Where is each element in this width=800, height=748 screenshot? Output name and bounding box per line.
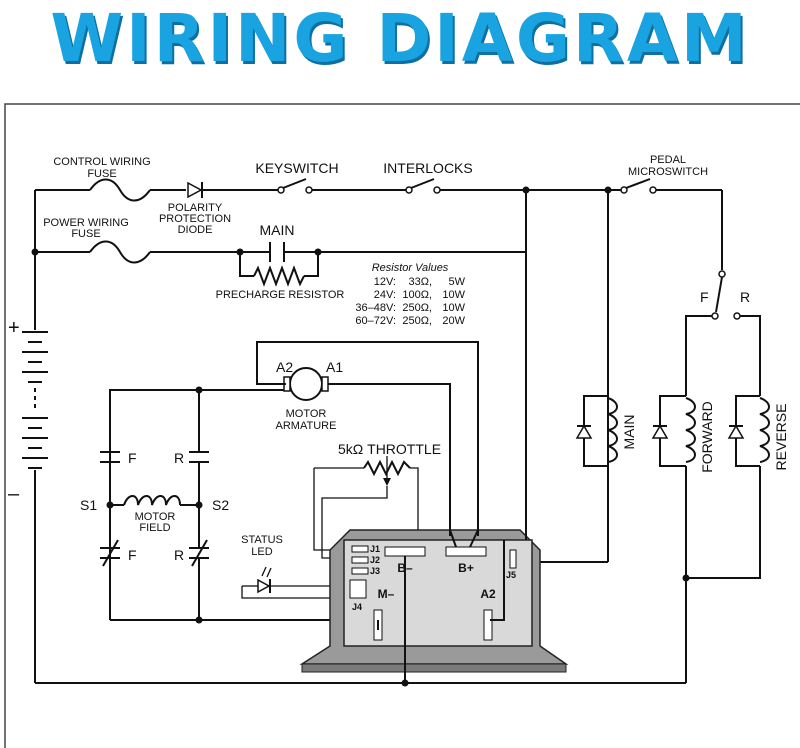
rv-row1-watts: 5W: [449, 276, 466, 288]
power-fuse-label-1: POWER WIRING: [43, 217, 129, 229]
precharge-label: PRECHARGE RESISTOR: [216, 289, 345, 301]
interlocks-switch: [405, 178, 441, 194]
keyswitch-label: KEYSWITCH: [255, 160, 338, 176]
diode-label-3: DIODE: [178, 224, 213, 236]
rv-row4-voltage: 60–72V:: [355, 315, 396, 327]
coil-reverse: [727, 395, 770, 467]
j4-label: J4: [352, 602, 362, 612]
pedal-microswitch: [620, 178, 657, 194]
j3-label: J3: [370, 566, 380, 576]
power-wiring-fuse: [89, 240, 151, 264]
coil-forward: [651, 395, 696, 467]
contact-r-bottom-label: R: [174, 547, 184, 563]
control-fuse-label-1: CONTROL WIRING: [53, 156, 150, 168]
rv-row1-voltage: 12V:: [374, 276, 396, 288]
coil-main: [575, 395, 618, 467]
motor-field-label-2: FIELD: [139, 522, 170, 534]
interlocks-label: INTERLOCKS: [383, 160, 472, 176]
precharge-resistor: [253, 265, 305, 287]
contact-r-top-label: R: [174, 450, 184, 466]
diagram-border: [4, 103, 800, 748]
page-title: WIRING DIAGRAM: [50, 0, 750, 77]
m-minus-label: M–: [378, 587, 395, 601]
rv-row2-voltage: 24V:: [374, 289, 396, 301]
keyswitch: [277, 178, 313, 194]
pedal-label-2: MICROSWITCH: [628, 166, 708, 178]
diode-label-1: POLARITY: [168, 202, 223, 214]
direction-switch: [711, 270, 741, 320]
j2-label: J2: [370, 555, 380, 565]
armature-label-2: ARMATURE: [276, 420, 337, 432]
coil-main-label: MAIN: [621, 415, 637, 450]
throttle-label: 5kΩ THROTTLE: [338, 441, 441, 457]
s2-label: S2: [212, 497, 229, 513]
rv-row3-watts: 10W: [442, 302, 465, 314]
motor-armature: [283, 367, 329, 401]
j1-label: J1: [370, 544, 380, 554]
rv-row3-ohms: 250Ω,: [402, 302, 432, 314]
rv-row4-ohms: 250Ω,: [402, 315, 432, 327]
contact-f-top-label: F: [128, 450, 137, 466]
armature-label-1: MOTOR: [286, 408, 327, 420]
motor-field-label-1: MOTOR: [135, 511, 176, 523]
status-led-label-2: LED: [251, 546, 272, 558]
diode-label-2: PROTECTION: [159, 213, 231, 225]
a1-label: A1: [326, 359, 343, 375]
rv-row4-watts: 20W: [442, 315, 465, 327]
coil-reverse-label: REVERSE: [773, 404, 789, 471]
battery-minus: –: [8, 483, 20, 505]
resistor-values-title: Resistor Values: [372, 262, 449, 274]
throttle-potentiometer: [363, 459, 411, 477]
contact-f-bottom-label: F: [128, 547, 137, 563]
main-contactor: [269, 242, 285, 262]
b-plus-label: B+: [458, 561, 474, 575]
control-fuse-label-2: FUSE: [87, 168, 116, 180]
pedal-label-1: PEDAL: [650, 154, 686, 166]
j5-label: J5: [506, 570, 516, 580]
rv-row3-voltage: 36–48V:: [355, 302, 396, 314]
a2-terminal-label: A2: [480, 587, 496, 601]
s1-label: S1: [80, 497, 97, 513]
battery-plus: +: [8, 317, 20, 339]
motor-controller: [299, 529, 569, 673]
rv-row2-ohms: 100Ω,: [402, 289, 432, 301]
switch-f-label: F: [700, 289, 709, 305]
rv-row1-ohms: 33Ω,: [408, 276, 432, 288]
switch-r-label: R: [740, 289, 750, 305]
power-fuse-label-2: FUSE: [71, 228, 100, 240]
battery: [22, 190, 48, 670]
status-led-label-1: STATUS: [241, 534, 283, 546]
control-wiring-fuse: [89, 178, 151, 202]
status-led: [257, 566, 272, 594]
coil-forward-label: FORWARD: [699, 401, 715, 473]
rv-row2-watts: 10W: [442, 289, 465, 301]
motor-field-coil: [123, 495, 181, 506]
a2-label: A2: [276, 359, 293, 375]
polarity-protection-diode: [187, 181, 203, 199]
main-label: MAIN: [260, 222, 295, 238]
resistor-values-table: Resistor Values 12V: 33Ω, 5W 24V: 100Ω, …: [355, 262, 465, 327]
